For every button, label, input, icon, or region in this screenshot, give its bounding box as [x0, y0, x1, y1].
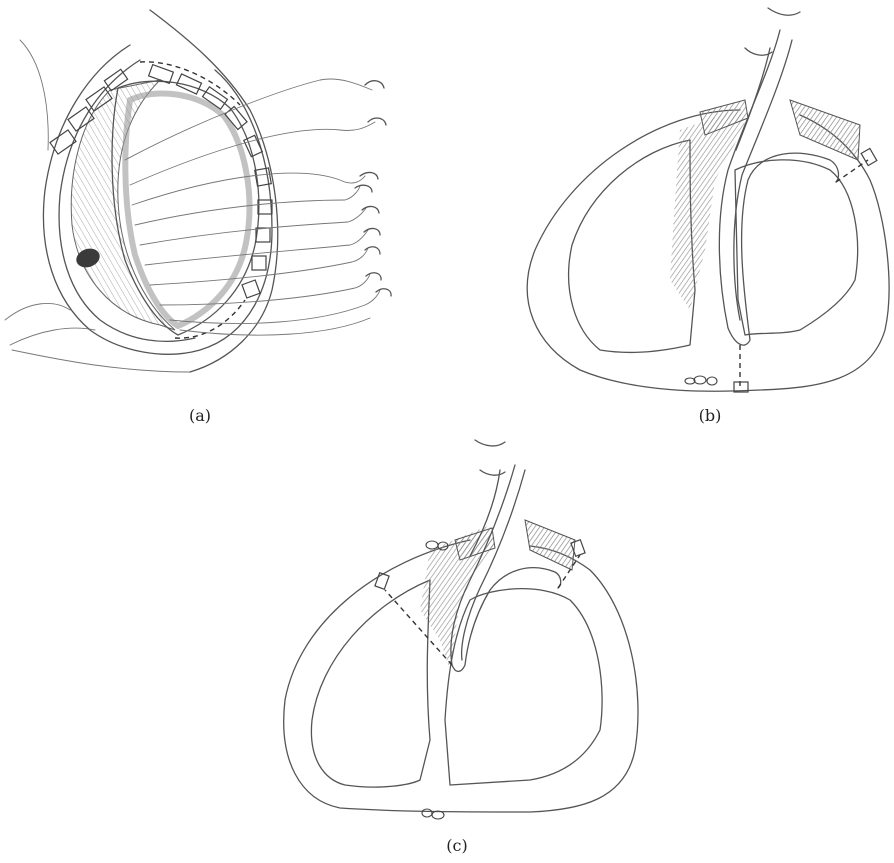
- panel-b-illustration: [527, 8, 889, 392]
- panel-c-illustration: [284, 440, 638, 819]
- sternal-segments: [149, 65, 272, 298]
- panel-a-illustration: [5, 10, 391, 372]
- septum-shading-b: [670, 108, 745, 310]
- caption-b: (b): [680, 406, 740, 425]
- conduit-tube-b: [719, 30, 838, 345]
- caption-c: (c): [427, 836, 487, 855]
- needle-hooks: [355, 81, 391, 296]
- caption-a: (a): [170, 406, 230, 425]
